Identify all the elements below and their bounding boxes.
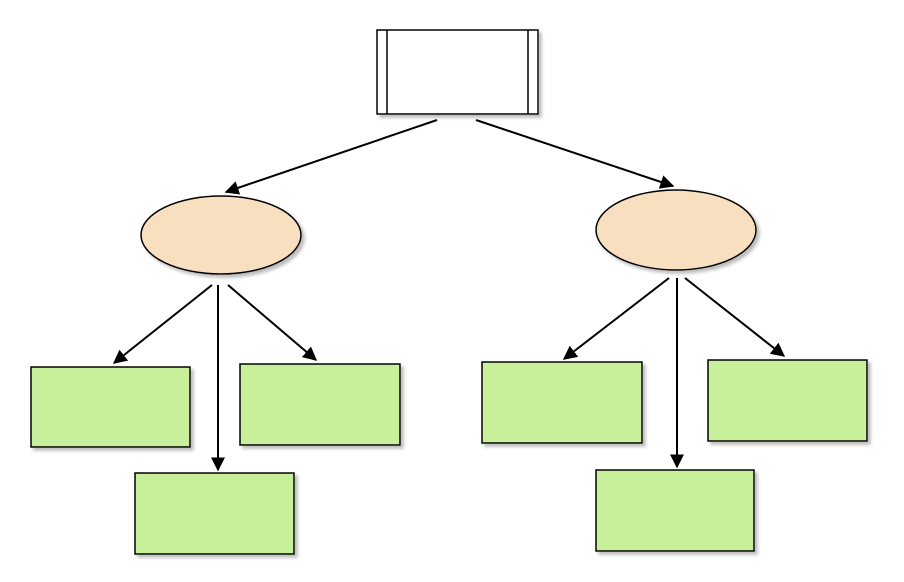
node-left-leaf-2[interactable]	[134, 472, 295, 555]
node-left-leaf-3[interactable]	[239, 363, 401, 446]
edge-left-group-to-left-leaf-1	[112, 284, 213, 364]
left-leaf-1-box	[30, 366, 191, 448]
node-right-leaf-2[interactable]	[595, 469, 755, 552]
left-leaf-2-box	[134, 472, 295, 555]
right-leaf-2-box	[595, 469, 755, 552]
left-leaf-3-box	[239, 363, 401, 446]
node-left-leaf-1[interactable]	[30, 366, 191, 448]
edge-root-to-left-group	[224, 119, 438, 195]
left-group-ellipse	[140, 195, 302, 275]
node-right-group[interactable]	[595, 189, 757, 271]
node-right-leaf-1[interactable]	[481, 361, 643, 444]
right-group-ellipse	[595, 189, 757, 271]
edge-right-group-to-right-leaf-1	[562, 277, 670, 360]
right-leaf-1-box	[481, 361, 643, 444]
node-right-leaf-3[interactable]	[707, 359, 868, 442]
root-process-box	[376, 29, 539, 115]
edge-left-group-to-left-leaf-3	[227, 284, 318, 361]
right-leaf-3-box	[707, 359, 868, 442]
node-root[interactable]	[376, 29, 539, 115]
node-left-group[interactable]	[140, 195, 302, 275]
edge-root-to-right-group	[475, 119, 675, 189]
edge-right-group-to-right-leaf-3	[684, 277, 786, 357]
